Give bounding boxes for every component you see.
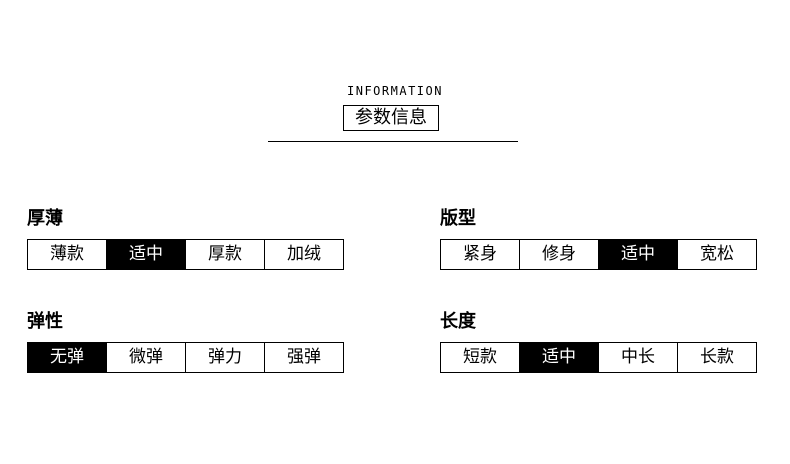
- section-subtitle: INFORMATION: [347, 84, 443, 98]
- option-thick: 厚款: [186, 240, 265, 269]
- param-options-elasticity: 无弹 微弹 弹力 强弹: [27, 342, 344, 373]
- option-regular: 适中: [599, 240, 678, 269]
- param-group-elasticity: 弹性 无弹 微弹 弹力 强弹: [27, 311, 345, 373]
- param-label-fit: 版型: [440, 208, 476, 229]
- option-no-stretch: 无弹: [28, 343, 107, 372]
- option-stretch: 弹力: [186, 343, 265, 372]
- option-thin: 薄款: [28, 240, 107, 269]
- param-group-thickness: 厚薄 薄款 适中 厚款 加绒: [27, 208, 345, 270]
- param-group-length: 长度 短款 适中 中长 长款: [440, 311, 758, 373]
- option-medium: 适中: [107, 240, 186, 269]
- option-regular-length: 适中: [520, 343, 599, 372]
- option-long: 长款: [678, 343, 756, 372]
- option-high-stretch: 强弹: [265, 343, 343, 372]
- option-loose: 宽松: [678, 240, 756, 269]
- param-options-length: 短款 适中 中长 长款: [440, 342, 757, 373]
- option-tight: 紧身: [441, 240, 520, 269]
- title-divider: [268, 141, 518, 142]
- param-label-elasticity: 弹性: [27, 311, 63, 332]
- param-group-fit: 版型 紧身 修身 适中 宽松: [440, 208, 758, 270]
- param-label-thickness: 厚薄: [27, 208, 63, 229]
- option-short: 短款: [441, 343, 520, 372]
- option-slim: 修身: [520, 240, 599, 269]
- param-options-fit: 紧身 修身 适中 宽松: [440, 239, 757, 270]
- param-label-length: 长度: [440, 311, 476, 332]
- param-options-thickness: 薄款 适中 厚款 加绒: [27, 239, 344, 270]
- option-slight-stretch: 微弹: [107, 343, 186, 372]
- section-title: 参数信息: [343, 105, 439, 131]
- option-fleece-lined: 加绒: [265, 240, 343, 269]
- option-mid-length: 中长: [599, 343, 678, 372]
